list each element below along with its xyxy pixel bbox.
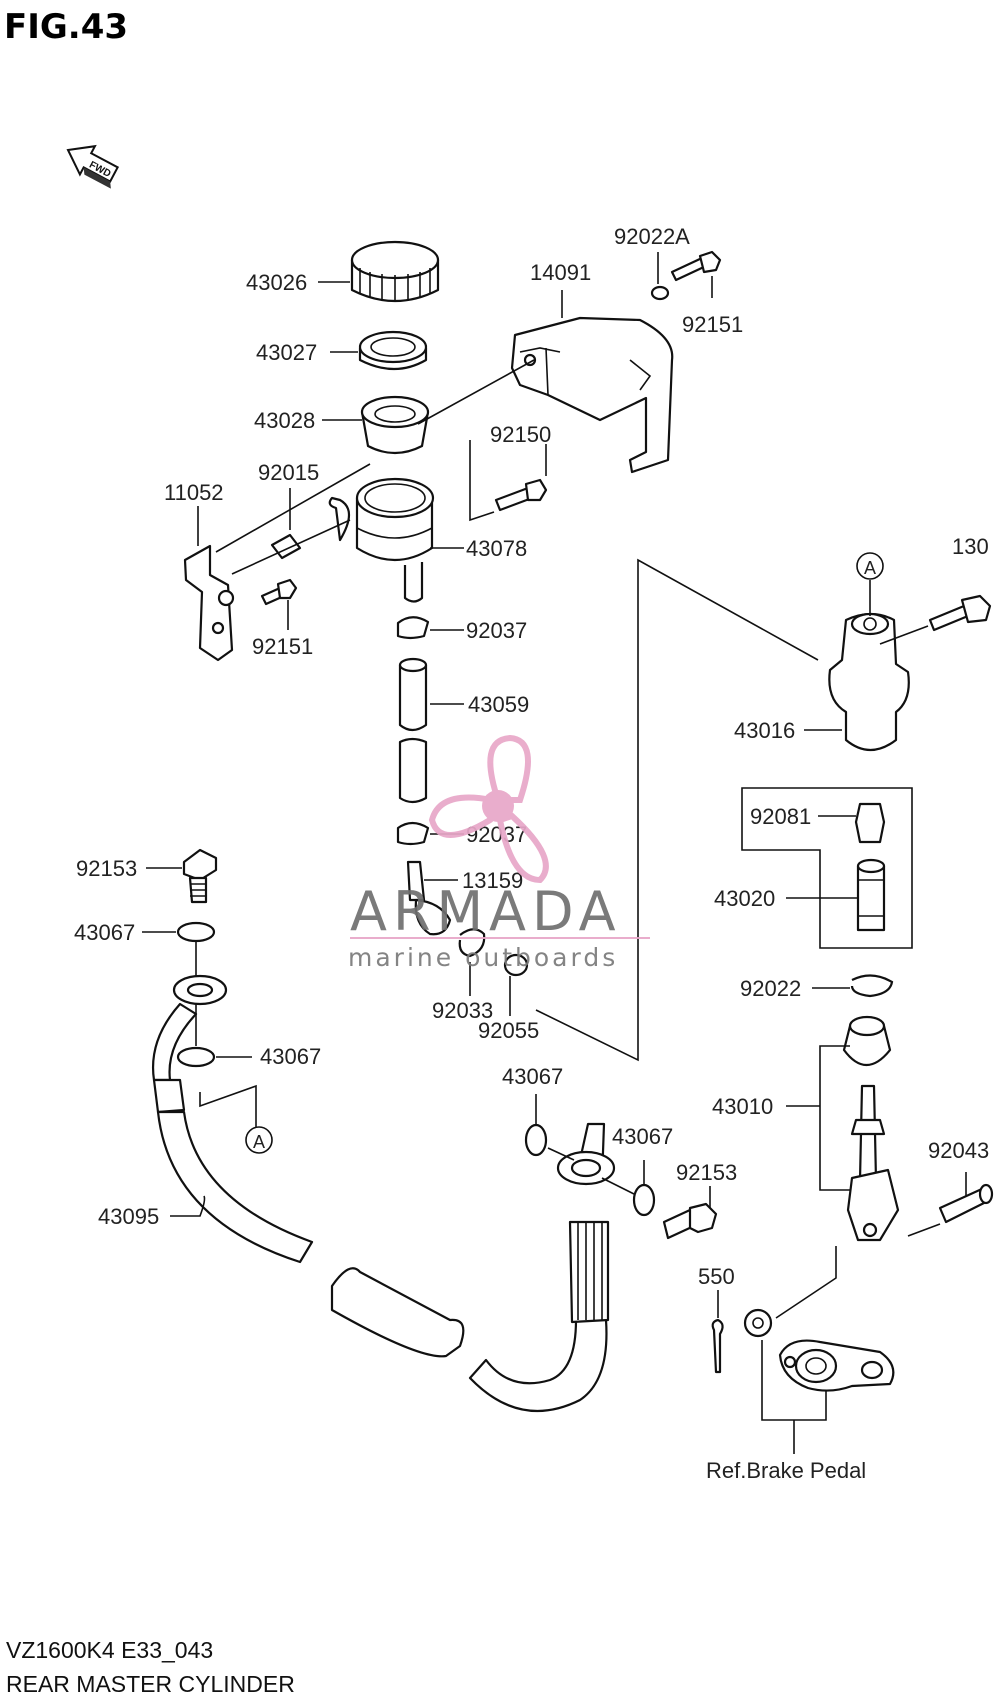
label-92022: 92022 [740, 976, 801, 1001]
label-43067-d: 43067 [612, 1124, 673, 1149]
pin-92043 [938, 1183, 994, 1224]
footer-code: VZ1600K4 E33_043 [6, 1637, 213, 1663]
watermark-tagline: marine outboards [348, 943, 618, 972]
label-13159: 13159 [462, 868, 523, 893]
footer-name: REAR MASTER CYLINDER [6, 1671, 295, 1697]
pedal-washer [743, 1308, 773, 1338]
clamp-92037-top [396, 616, 430, 640]
banjo-bolt-left [182, 848, 218, 904]
cotter-pin-550 [711, 1318, 724, 1374]
marker-a-bottom: A [245, 1126, 273, 1154]
bolt-92151-top [670, 250, 722, 282]
label-92153-left: 92153 [76, 856, 137, 881]
label-43027: 43027 [256, 340, 317, 365]
label-92151-left: 92151 [252, 634, 313, 659]
label-92081: 92081 [750, 804, 811, 829]
diaphragm [360, 395, 430, 455]
part-labels: 43026 43027 43028 14091 92022A 92151 921… [74, 224, 989, 1483]
bolt-130 [928, 594, 992, 632]
banjo-bolt-right [662, 1202, 718, 1240]
label-92153-right: 92153 [676, 1160, 737, 1185]
brake-pedal-ref [778, 1339, 895, 1392]
guard-cover [510, 316, 674, 474]
clamp-92037-bottom [396, 821, 430, 846]
piston-92081 [854, 802, 886, 844]
svg-text:A: A [253, 1132, 265, 1152]
label-92015: 92015 [258, 460, 319, 485]
label-43010: 43010 [712, 1094, 773, 1119]
label-92150: 92150 [490, 422, 551, 447]
label-92037-top: 92037 [466, 618, 527, 643]
label-130: 130 [952, 534, 989, 559]
push-rod [846, 1084, 900, 1242]
brake-hose-43095 [152, 974, 616, 1412]
bracket [183, 544, 235, 662]
piston-43020 [856, 858, 886, 932]
watermark-brand: ARMADA [350, 880, 622, 943]
label-92033: 92033 [432, 998, 493, 1023]
master-cylinder [828, 612, 910, 752]
label-43067-a: 43067 [74, 920, 135, 945]
reservoir-tank [328, 477, 435, 603]
bolt-92150 [494, 478, 548, 512]
label-92151-top: 92151 [682, 312, 743, 337]
washer-43067-d [632, 1183, 656, 1217]
joint-13159 [406, 860, 452, 936]
label-43059: 43059 [468, 692, 529, 717]
washer-92022A [650, 285, 670, 301]
label-92043: 92043 [928, 1138, 989, 1163]
label-550: 550 [698, 1264, 735, 1289]
label-92022A: 92022A [614, 224, 690, 249]
label-43020: 43020 [714, 886, 775, 911]
svg-text:A: A [864, 558, 876, 578]
label-43028: 43028 [254, 408, 315, 433]
label-43067-c: 43067 [502, 1064, 563, 1089]
circlip-92033 [458, 928, 486, 958]
piston-kit-box [741, 787, 913, 949]
label-ref-brake-pedal: Ref.Brake Pedal [706, 1458, 866, 1483]
label-43016: 43016 [734, 718, 795, 743]
leader-lines [142, 252, 967, 1454]
circlip-92022 [850, 974, 894, 998]
push-rod-boot [842, 1015, 892, 1066]
propeller-icon [428, 734, 549, 884]
label-43026: 43026 [246, 270, 307, 295]
diaphragm-plate [358, 330, 428, 370]
hose-43059 [398, 657, 428, 804]
washer-43067-b [176, 1046, 216, 1068]
label-43067-b: 43067 [260, 1044, 321, 1069]
label-14091: 14091 [530, 260, 591, 285]
oring-92055 [503, 953, 529, 977]
reservoir-cap [350, 240, 440, 303]
label-43078: 43078 [466, 536, 527, 561]
washer-43067-a [176, 921, 216, 943]
label-11052: 11052 [164, 480, 224, 505]
watermark: ARMADA marine outboards [348, 734, 650, 972]
figure-title: FIG.43 [4, 7, 128, 47]
fwd-arrow-icon: FWD [66, 144, 120, 189]
label-92055: 92055 [478, 1018, 539, 1043]
washer-43067-c [524, 1123, 548, 1157]
marker-a-top: A [856, 552, 884, 616]
label-43095: 43095 [98, 1204, 159, 1229]
bolt-92151-left [260, 578, 298, 606]
